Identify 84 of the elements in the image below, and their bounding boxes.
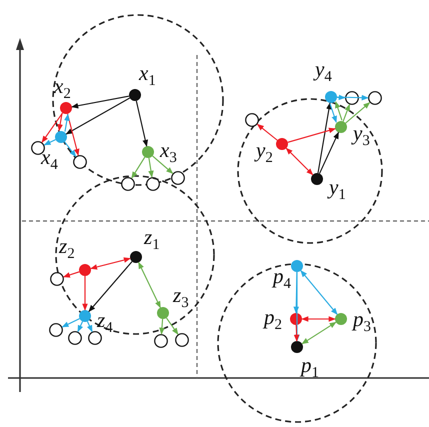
- dashed-circle: [55, 175, 215, 335]
- empty-circle: [345, 91, 359, 105]
- arrow: [166, 318, 178, 335]
- arrow: [77, 321, 84, 332]
- arrow: [71, 96, 130, 108]
- empty-circle: [245, 113, 259, 127]
- arrow: [319, 132, 339, 174]
- point-dot: [60, 102, 72, 114]
- point-label: y$_{2}$: [256, 140, 273, 166]
- arrow: [152, 156, 174, 174]
- arrow: [66, 114, 80, 156]
- point-dot: [55, 131, 67, 143]
- arrow: [62, 318, 80, 328]
- empty-circle: [68, 331, 82, 345]
- arrow: [342, 104, 350, 122]
- point-dot: [335, 313, 347, 325]
- arrow: [286, 148, 314, 176]
- arrow: [294, 324, 300, 342]
- empty-circle: [49, 323, 63, 337]
- point-label: p$_{4}$: [273, 266, 291, 292]
- arrow: [82, 276, 88, 311]
- arrow: [138, 262, 161, 308]
- empty-circle: [368, 91, 382, 105]
- arrow: [330, 103, 337, 123]
- empty-circle: [171, 171, 185, 185]
- point-dot: [157, 307, 169, 319]
- arrow: [345, 102, 370, 124]
- point-dot: [335, 121, 347, 133]
- point-dot: [130, 251, 142, 263]
- arrow: [317, 102, 332, 174]
- point-label: x$_{4}$: [41, 147, 58, 174]
- arrow: [131, 156, 146, 179]
- empty-circle: [31, 141, 45, 155]
- point-dot: [325, 91, 337, 103]
- point-dot: [79, 264, 91, 276]
- point-label: z$_{3}$: [173, 285, 189, 312]
- arrow: [148, 158, 154, 178]
- point-label: y$_{4}$: [315, 59, 332, 86]
- point-dot: [291, 260, 303, 272]
- point-dot: [129, 89, 141, 101]
- point-label: z$_{2}$: [59, 236, 75, 262]
- arrow: [42, 112, 64, 143]
- point-label: z$_{1}$: [144, 227, 160, 254]
- arrow: [336, 94, 346, 100]
- dashed-circle: [217, 263, 377, 423]
- point-label: x$_{3}$: [160, 140, 177, 166]
- arrow: [90, 257, 131, 270]
- arrow: [66, 97, 130, 135]
- arrow: [136, 100, 148, 147]
- arrow: [64, 141, 76, 157]
- arrow: [288, 128, 336, 143]
- point-label: p$_{3}$: [353, 309, 371, 336]
- empty-circle: [175, 333, 189, 347]
- empty-circle: [50, 272, 64, 286]
- point-dot: [311, 173, 323, 185]
- point-dot: [291, 341, 303, 353]
- point-label: z$_{4}$: [97, 310, 113, 336]
- empty-circle: [154, 334, 168, 348]
- point-label: x$_{2}$: [54, 76, 71, 102]
- point-label: x$_{1}$: [139, 63, 156, 90]
- point-dot: [79, 310, 91, 322]
- arrow: [335, 101, 342, 121]
- arrow: [294, 272, 300, 342]
- arrow: [300, 270, 338, 315]
- arrow: [256, 124, 278, 141]
- point-dot: [142, 146, 154, 158]
- point-label: p$_{1}$: [301, 355, 319, 382]
- arrow: [63, 271, 80, 278]
- point-label: y$_{3}$: [353, 123, 370, 150]
- point-dot: [290, 313, 302, 325]
- arrow: [88, 261, 132, 312]
- empty-circle: [88, 331, 102, 345]
- arrow: [336, 94, 369, 100]
- arrow: [301, 322, 337, 344]
- arrow: [44, 139, 56, 146]
- point-dot: [276, 138, 288, 150]
- arrow: [64, 114, 70, 132]
- arrow: [301, 316, 336, 322]
- empty-circle: [73, 155, 87, 169]
- point-label: y$_{1}$: [329, 177, 346, 204]
- arrow: [159, 318, 165, 335]
- arrow: [57, 113, 63, 132]
- arrow: [86, 321, 93, 332]
- point-label: p$_{2}$: [264, 307, 282, 334]
